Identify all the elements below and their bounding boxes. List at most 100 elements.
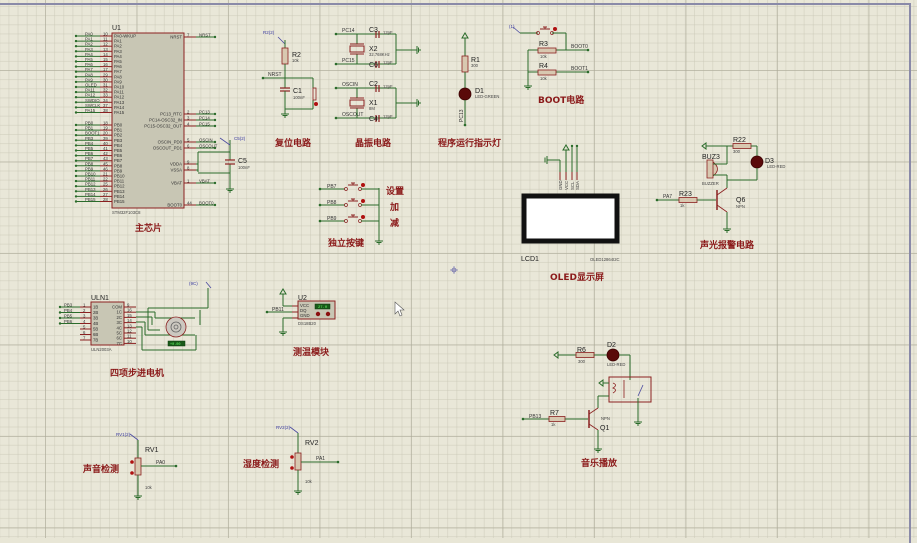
alarm-net: PA7 [663, 194, 672, 200]
x2-crystal[interactable] [349, 45, 365, 53]
sound-block[interactable]: RV1(2) RV1 PA0 10k 声音检测 [82, 432, 178, 500]
reset-button[interactable] [312, 87, 317, 101]
humidity-block[interactable]: RV2(2) RV2 PA1 10k 湿度检测 [243, 425, 340, 495]
key-button-row[interactable]: PB9 [318, 214, 379, 223]
reset-block[interactable]: R2(2) R2 10k NRST C1 100nF 复位电路 [261, 30, 318, 149]
key-button-row[interactable]: PB7 [318, 182, 379, 191]
boot-block[interactable]: (1) R3 10k BOOT0 R4 10k BOOT1 BOOT电路 [509, 24, 590, 106]
rv2-down[interactable] [290, 466, 294, 470]
d2-led[interactable] [606, 348, 620, 362]
r3-resistor[interactable] [537, 47, 557, 54]
temp-up-button[interactable] [325, 311, 331, 317]
d1-led[interactable] [458, 87, 472, 101]
music-net: PB13 [529, 414, 541, 420]
r23-resistor[interactable] [678, 197, 698, 203]
r1-resistor[interactable] [461, 55, 469, 73]
relay[interactable] [608, 376, 652, 403]
r22-resistor[interactable] [732, 143, 752, 149]
rv2-potentiometer[interactable] [294, 452, 302, 471]
r4-resistor[interactable] [537, 69, 557, 76]
rv1-down[interactable] [130, 471, 134, 475]
oled-block[interactable]: GND VCC SCL SDA LCD1 OLED12864I2C OLED显示… [521, 144, 620, 283]
rv2-up[interactable] [290, 455, 294, 459]
mcu-pin-name: PA9 [114, 79, 122, 84]
stepper-title: 四项步进电机 [110, 367, 164, 379]
oled-screen[interactable] [521, 193, 620, 244]
r2-resistor[interactable] [281, 47, 289, 65]
r7-resistor[interactable] [548, 416, 566, 422]
run-led-block[interactable]: R1 300 D1 LED-GREEN PC13 程序运行指示灯 [438, 32, 501, 149]
crystal-block[interactable]: PC14 PC15 X2 32.768KHz C3 C6 12pF 12pF O… [334, 27, 421, 149]
alarm-block[interactable]: R22 300 D3 LED-RED BUZ3 BUZZER PA7 R23 1… [655, 137, 786, 251]
key-button-row[interactable]: PB8 [318, 198, 379, 207]
x1-crystal[interactable] [349, 99, 365, 107]
rv1-up[interactable] [130, 460, 134, 464]
stepper-motor[interactable] [165, 316, 187, 338]
rv1-potentiometer[interactable] [134, 457, 142, 476]
temp-down-button[interactable] [315, 311, 321, 317]
temp-block[interactable]: PB11 VCC DQ GND 27.0 U2 DS18B20 测温模块 [265, 288, 336, 358]
music-block[interactable]: R6 300 D2 LED-RED PB13 R7 1k Q1 NPN 音乐播放 [521, 342, 652, 469]
d3-led[interactable] [750, 155, 764, 169]
